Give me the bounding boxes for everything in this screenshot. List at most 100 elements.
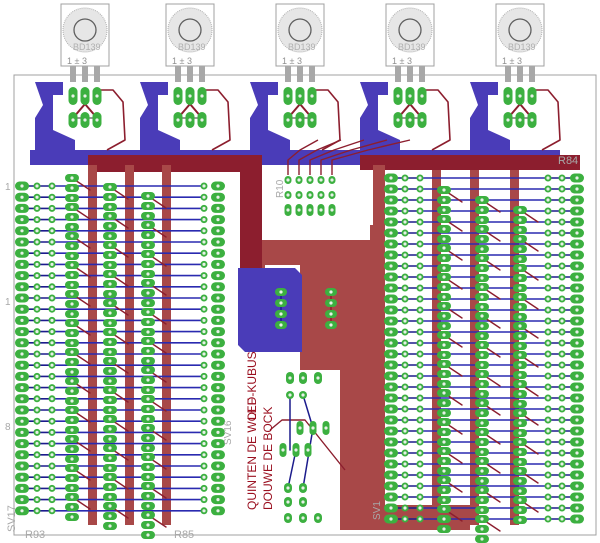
pad xyxy=(384,173,398,183)
pad xyxy=(475,496,489,504)
pad xyxy=(558,339,566,347)
pad-hole xyxy=(442,275,446,279)
pad xyxy=(65,223,79,231)
pad xyxy=(401,460,409,468)
pad xyxy=(103,183,117,191)
pad xyxy=(570,206,584,216)
pad-hole xyxy=(546,297,550,301)
pad-hole xyxy=(35,408,39,412)
pad xyxy=(437,389,451,397)
pad xyxy=(513,303,527,311)
pad xyxy=(141,241,155,249)
pad-hole xyxy=(20,218,24,222)
pad-hole xyxy=(560,495,564,499)
pad-hole xyxy=(403,407,407,411)
pad-hole xyxy=(546,451,550,455)
pad xyxy=(503,87,513,105)
pad-hole xyxy=(108,369,112,373)
pad-hole xyxy=(546,407,550,411)
pad-hole xyxy=(146,291,150,295)
pad-hole xyxy=(546,220,550,224)
pad-hole xyxy=(108,224,112,228)
pad xyxy=(284,513,292,523)
pad-hole xyxy=(20,464,24,468)
pad-hole xyxy=(546,374,550,378)
pad-hole xyxy=(403,484,407,488)
pad-hole xyxy=(202,374,206,378)
pad-hole xyxy=(442,304,446,308)
pad xyxy=(65,435,79,443)
pad xyxy=(15,495,29,505)
pad xyxy=(513,496,527,504)
pad xyxy=(384,305,398,315)
pad xyxy=(185,112,195,128)
pad-hole xyxy=(418,253,422,257)
pad xyxy=(200,260,208,268)
pad-hole xyxy=(70,331,74,335)
pad xyxy=(15,472,29,482)
pad xyxy=(200,216,208,224)
pad-hole xyxy=(20,397,24,401)
pad xyxy=(401,394,409,402)
pad xyxy=(48,182,56,190)
pad xyxy=(437,196,451,204)
pad-hole xyxy=(560,220,564,224)
pad xyxy=(141,318,155,326)
pad xyxy=(15,315,29,325)
pad xyxy=(185,87,195,105)
pad-hole xyxy=(506,118,510,122)
pad-hole xyxy=(202,296,206,300)
pad-hole xyxy=(403,517,407,521)
pad-hole xyxy=(108,408,112,412)
pad xyxy=(275,299,287,307)
pad xyxy=(401,207,409,215)
pad-hole xyxy=(297,193,301,197)
pad xyxy=(437,341,451,349)
pad-hole xyxy=(575,176,579,180)
pad xyxy=(48,272,56,280)
pad xyxy=(384,283,398,293)
pad-hole xyxy=(108,272,112,276)
pad xyxy=(48,339,56,347)
pad xyxy=(103,251,117,259)
pad xyxy=(48,316,56,324)
pad xyxy=(103,493,117,501)
mounting-hole xyxy=(178,18,202,42)
pad-hole xyxy=(389,506,393,510)
pad xyxy=(65,513,79,521)
pad-hole xyxy=(20,430,24,434)
pad-hole xyxy=(389,407,393,411)
pad xyxy=(211,383,225,393)
pad-hole xyxy=(70,176,74,180)
pad-hole xyxy=(403,198,407,202)
pad-hole xyxy=(575,352,579,356)
pad xyxy=(570,514,584,524)
connector-label: SV17 xyxy=(6,505,18,532)
pad-hole xyxy=(108,311,112,315)
pad xyxy=(211,338,225,348)
pad-hole xyxy=(70,515,74,519)
transistor-part-label: BD139 xyxy=(398,42,426,52)
pad-hole xyxy=(35,341,39,345)
pad xyxy=(401,372,409,380)
pad-hole xyxy=(188,118,192,122)
pad-hole xyxy=(518,208,522,212)
pad-hole xyxy=(403,242,407,246)
pad-hole xyxy=(560,264,564,268)
pad-hole xyxy=(35,206,39,210)
pad-hole xyxy=(202,430,206,434)
pad xyxy=(325,288,337,296)
pad xyxy=(65,397,79,405)
pad-hole xyxy=(480,498,484,502)
pad xyxy=(475,380,489,388)
pad-hole xyxy=(108,185,112,189)
pad xyxy=(475,448,489,456)
pad xyxy=(141,347,155,355)
pad-hole xyxy=(146,310,150,314)
pad xyxy=(48,384,56,392)
pad-hole xyxy=(146,301,150,305)
pad xyxy=(48,507,56,515)
transistor-part-label: BD139 xyxy=(178,42,206,52)
pad-hole xyxy=(146,533,150,537)
pad xyxy=(141,521,155,529)
